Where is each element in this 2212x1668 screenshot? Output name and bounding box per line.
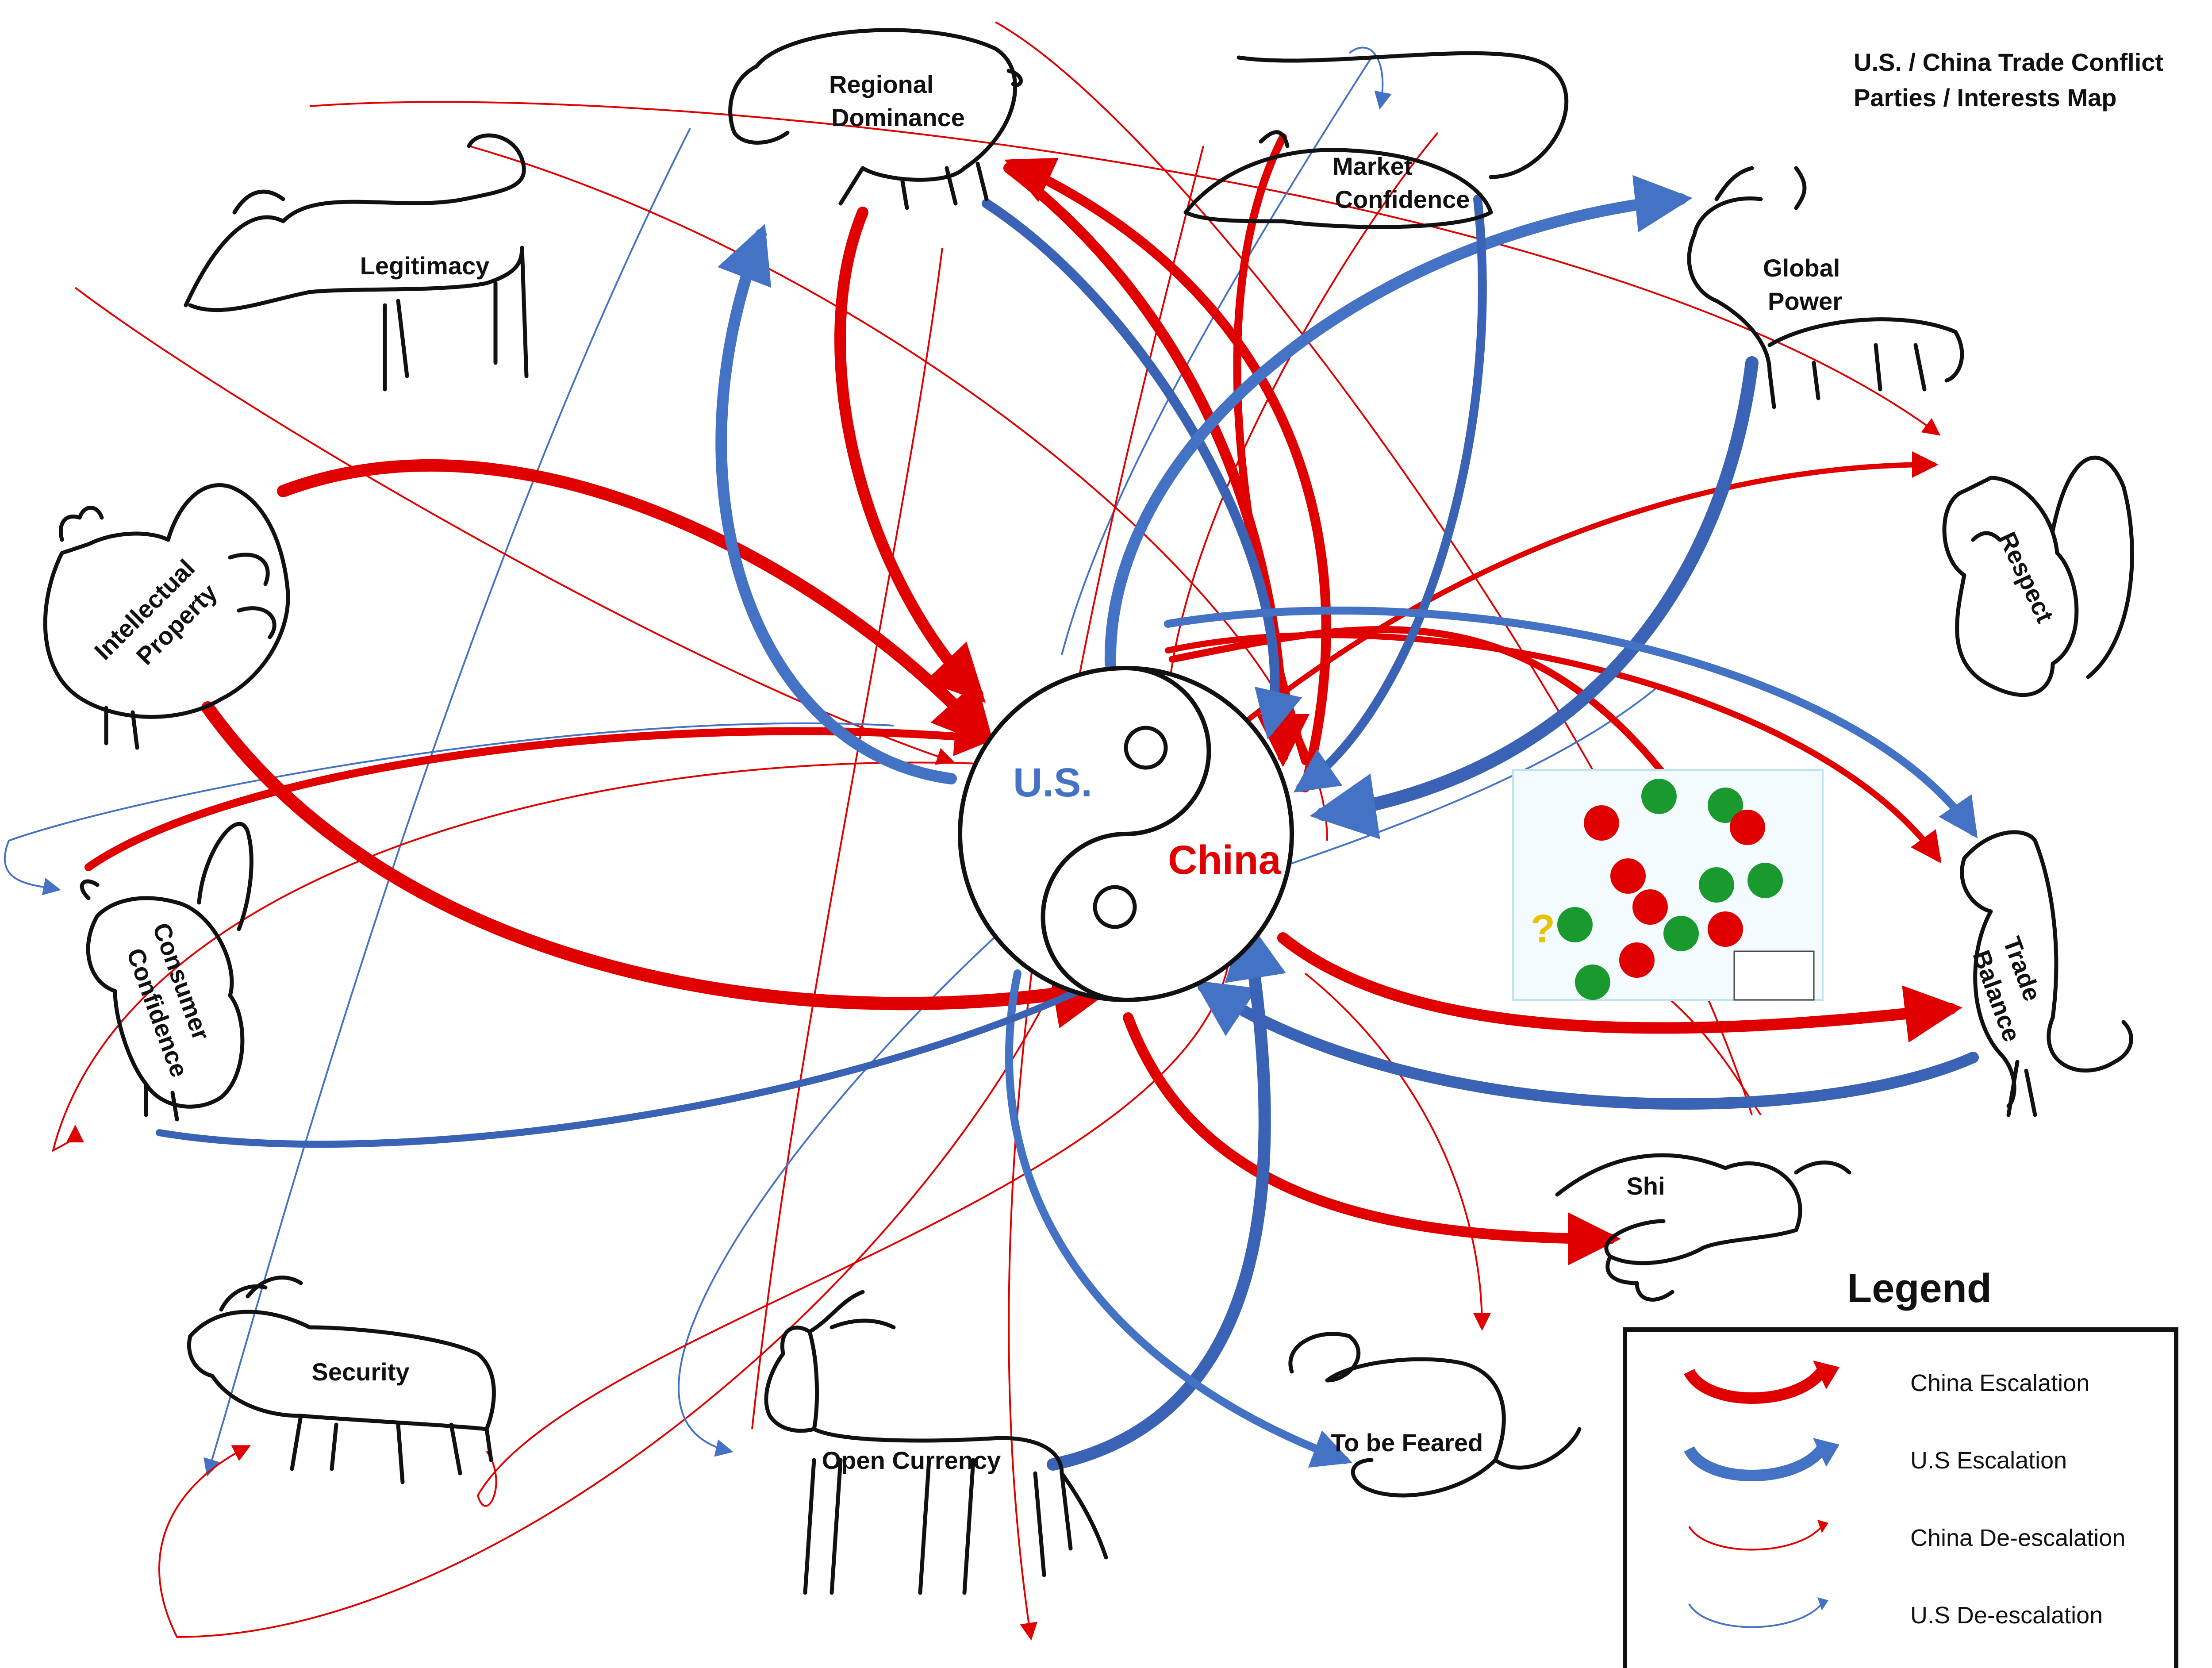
us-escalation-swatch [1684, 1438, 1839, 1481]
rooster-icon [43, 483, 290, 750]
legend-label: U.S De-escalation [1910, 1602, 2103, 1629]
embedded-map-thumbnail: ? [1512, 769, 1824, 1001]
pig-icon [728, 28, 1023, 210]
legend-label: China Escalation [1910, 1370, 2090, 1396]
horse-icon [764, 1290, 1108, 1595]
china-escalation-swatch [1684, 1361, 1839, 1404]
china-label: China [1168, 838, 1281, 883]
legend-label: China De-escalation [1910, 1525, 2126, 1551]
yin-yang-icon [958, 666, 1294, 1002]
shi-label: Shi [1626, 1172, 1665, 1200]
rabbit-icon [1960, 830, 2133, 1117]
china-deescalation-swatch [1688, 1520, 1828, 1551]
dog-icon [184, 133, 529, 392]
global-power-label: Global Power [1763, 254, 1847, 315]
ox-icon [1687, 166, 1964, 409]
escalation-arrows [84, 133, 1979, 1471]
market-confidence-label: Market Confidence [1333, 152, 1470, 213]
legend-label: U.S Escalation [1910, 1447, 2067, 1474]
legend: China Escalation U.S Escalation China De… [1623, 1327, 2178, 1668]
squirrel-icon [1942, 455, 2134, 697]
respect-label: Respect [1993, 528, 2059, 627]
map-title: U.S. / China Trade Conflict Parties / In… [1854, 48, 2170, 111]
monkey-icon [80, 822, 253, 1122]
legend-item-china-escalation: China Escalation [1627, 1345, 2174, 1420]
dragon-icon [1555, 1153, 1851, 1302]
legend-item-us-escalation: U.S Escalation [1627, 1422, 2174, 1498]
security-label: Security [312, 1358, 410, 1386]
trade-balance-label: Trade Balance [1966, 933, 2057, 1045]
legend-title: Legend [1847, 1266, 1992, 1311]
intellectual-property-label: Intellectual Property [89, 549, 228, 688]
legend-item-china-deescalation: China De-escalation [1627, 1500, 2174, 1575]
us-deescalation-swatch [1688, 1597, 1828, 1628]
rat-icon [1183, 51, 1569, 229]
snake-icon [1288, 1332, 1582, 1498]
svg-text:?: ? [1531, 907, 1555, 951]
regional-dominance-label: Regional Dominance [829, 70, 965, 131]
to-be-feared-label: To be Feared [1331, 1429, 1483, 1457]
legend-item-us-deescalation: U.S De-escalation [1627, 1577, 2174, 1653]
open-currency-label: Open Currency [822, 1446, 1001, 1474]
legitimacy-label: Legitimacy [360, 252, 490, 280]
goat-icon [187, 1276, 496, 1484]
us-label: U.S. [1013, 760, 1092, 805]
